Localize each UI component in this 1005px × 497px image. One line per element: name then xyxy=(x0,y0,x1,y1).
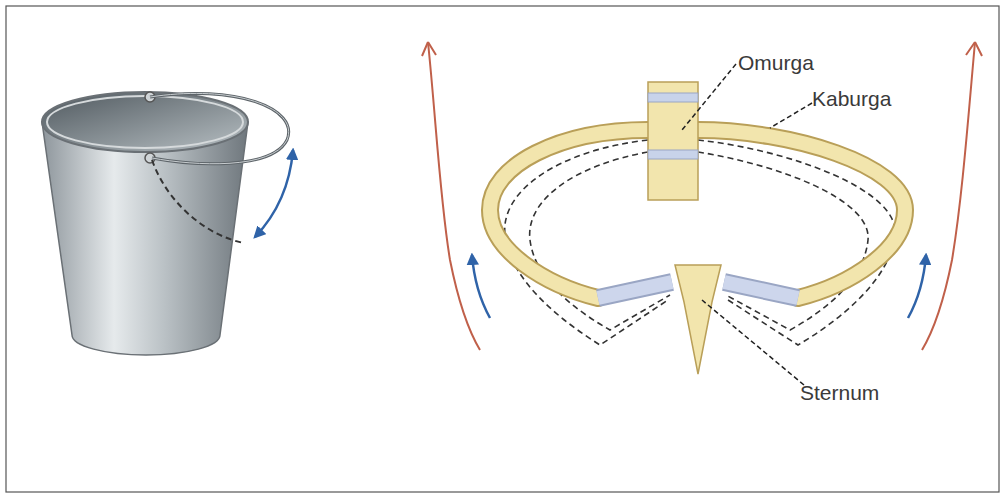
part-label: Omurga xyxy=(738,50,814,75)
sternum-bone xyxy=(675,265,721,374)
part-label: Kaburga xyxy=(812,86,891,111)
motion-arrow xyxy=(472,255,490,318)
vertebra xyxy=(648,82,698,200)
frame xyxy=(6,6,999,492)
leader-line xyxy=(682,64,812,385)
bucket-illustration xyxy=(42,92,293,355)
motion-arrow xyxy=(908,255,926,318)
part-label: Sternum xyxy=(800,380,879,405)
